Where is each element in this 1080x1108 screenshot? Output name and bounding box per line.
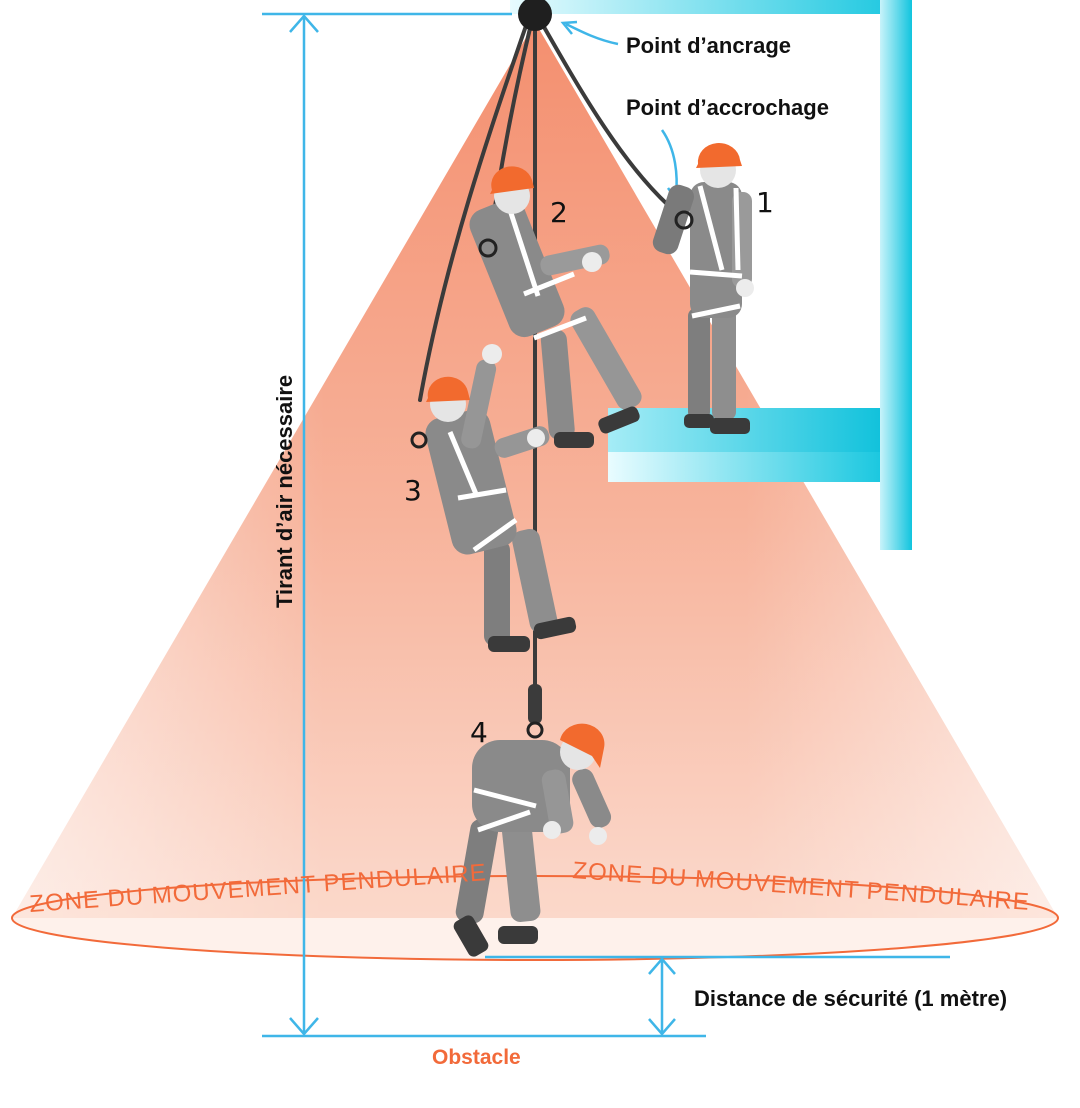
clearance-arrowhead-bottom	[289, 1017, 319, 1036]
lanyard-absorber-4	[528, 684, 542, 724]
worker-3	[410, 344, 577, 652]
position-number-3: 3	[404, 474, 422, 507]
worker-4	[453, 721, 612, 957]
position-number-2: 2	[550, 196, 568, 229]
safety-arrowhead-top	[648, 957, 676, 975]
position-number-4: 4	[470, 716, 488, 749]
anchor-pointer-head	[560, 20, 578, 35]
safety-arrowhead-bottom	[648, 1018, 676, 1036]
worker-2	[469, 166, 642, 448]
anchor-point-label: Point d’ancrage	[626, 33, 791, 58]
required-clearance-label: Tirant d’air nécessaire	[272, 375, 297, 608]
attachment-point-label: Point d’accrochage	[626, 95, 829, 120]
safety-distance-label: Distance de sécurité (1 mètre)	[694, 986, 1007, 1011]
obstacle-label: Obstacle	[432, 1046, 521, 1069]
lanyard-position-3	[418, 18, 530, 402]
worker-1	[652, 142, 754, 434]
platform-front	[608, 452, 880, 482]
clearance-arrowhead-top	[289, 14, 319, 33]
anchor-pointer-arrow	[565, 22, 619, 46]
ceiling-bar	[510, 0, 912, 14]
position-number-1: 1	[756, 186, 774, 219]
lanyard-position-1	[538, 18, 670, 207]
anchor-point-icon	[518, 0, 552, 31]
building-wall	[880, 0, 912, 550]
